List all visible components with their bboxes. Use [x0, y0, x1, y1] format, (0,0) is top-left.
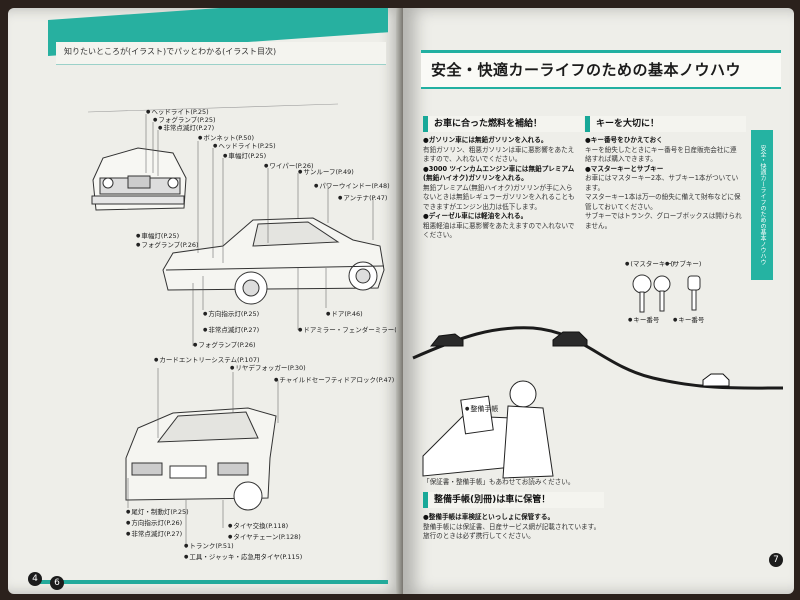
title-bar: 安全・快適カーライフのための基本ノウハウ: [421, 50, 781, 89]
key-text: ●キー番号をひかえておく キーを紛失したときにキー番号を日産販売会社に連絡すれば…: [585, 136, 743, 231]
key-line: ●キー番号をひかえておく: [585, 136, 663, 144]
car-illustrations: [87, 103, 385, 548]
callout-hazard-rear: 非常点滅灯(P.27): [126, 528, 182, 538]
page-number-left-1: 4: [28, 572, 42, 586]
callout-turn-signal-side: 方向指示灯(P.25): [203, 308, 259, 318]
callout-bonnet: ボンネット(P.50): [198, 132, 254, 142]
manual-caption: 「保証書・整備手帳」もあわせてお読みください。: [423, 478, 575, 486]
sub-key-label: (サブキー): [665, 258, 701, 268]
right-page: 安全・快適カーライフのための基本ノウハウ お車に合った燃料を補給！ ●ガソリン車…: [403, 8, 794, 594]
fuel-line: 無鉛プレミアム(無鉛ハイオク)ガソリンが手に入らないときは無鉛レギュラーガソリン…: [423, 183, 575, 211]
fuel-line: 有鉛ガソリン、粗悪ガソリンは車に悪影響をあたえますので、入れないでください。: [423, 145, 575, 164]
callout-fog-lamp-side: フォグランプ(P.26): [193, 339, 255, 349]
callout-door: ドア(P.46): [326, 308, 362, 318]
callout-door-mirror: ドアミラー・フェンダーミラー(P.47): [298, 324, 403, 334]
fuel-line: ●ディーゼル車には軽油を入れる。: [423, 212, 528, 220]
manual-line: 整備手帳には保証書、日産サービス網が記載されています。: [423, 522, 601, 531]
callout-turn-signal-rear: 方向指示灯(P.26): [126, 517, 182, 527]
side-view-car: [162, 217, 385, 305]
callout-power-window: パワーウインドー(P.48): [314, 180, 389, 190]
callout-headlight-side: ヘッドライト(P.25): [213, 140, 275, 150]
key-line: キーを紛失したときにキー番号を日産販売会社に連絡すれば購入できます。: [585, 145, 737, 164]
key-heading: キーを大切に！: [585, 116, 746, 132]
page-number-right: 7: [769, 553, 783, 567]
key-line: サブキーではトランク、グローブボックスは開けられません。: [585, 212, 742, 230]
master-key-label: (マスターキー): [625, 258, 674, 268]
callout-card-entry: カードエントリーシステム(P.107): [154, 354, 259, 364]
callout-side-marker: 車幅灯(P.25): [223, 150, 266, 160]
sign-text: 整備手帳: [465, 404, 498, 414]
callout-tail-brake: 尾灯・制動灯(P.25): [126, 506, 188, 516]
road-illustration: [412, 326, 784, 479]
callout-sunroof: サンルーフ(P.49): [298, 166, 353, 176]
callout-headlight-front: ヘッドライト(P.25): [146, 106, 208, 116]
callout-fog-lamp-front-2: フォグランプ(P.26): [136, 239, 198, 249]
fuel-text: ●ガソリン車には無鉛ガソリンを入れる。 有鉛ガソリン、粗悪ガソリンは車に悪影響を…: [423, 136, 578, 241]
callout-side-marker-front: 車幅灯(P.25): [136, 230, 179, 240]
left-header: 知りたいところが(イラスト)でパッとわかる(イラスト目次): [56, 42, 386, 65]
callout-tools-jack: 工具・ジャッキ・応急用タイヤ(P.115): [184, 551, 302, 561]
callout-rear-defogger: リヤデフォッガー(P.30): [230, 362, 305, 372]
left-header-text: 知りたいところが(イラスト)でパッとわかる(イラスト目次): [64, 47, 277, 56]
callout-child-lock: チャイルドセーフティドアロック(P.47): [274, 374, 394, 384]
key-line: ●マスターキーとサブキー: [585, 164, 664, 173]
fuel-heading: お車に合った燃料を補給！: [423, 116, 584, 132]
fuel-line: ●ガソリン車には無鉛ガソリンを入れる。: [423, 136, 548, 144]
front-view-car: [91, 147, 187, 211]
key-number-label-2: キー番号: [673, 314, 704, 324]
callout-tire-chain: タイヤチェーン(P.128): [228, 531, 300, 541]
callout-trunk: トランク(P.51): [184, 540, 233, 550]
manual-text: ●整備手帳は車検証といっしょに保管する。 整備手帳には保証書、日産サービス網が記…: [423, 513, 623, 542]
open-manual: 知りたいところが(イラスト)でパッとわかる(イラスト目次): [8, 8, 794, 594]
callout-hazard-front: 非常点滅灯(P.27): [158, 122, 214, 132]
keys-illustration: [632, 274, 701, 313]
manual-line: ●整備手帳は車検証といっしょに保管する。: [423, 513, 555, 521]
manual-heading: 整備手帳(別冊)は車に保管！: [423, 492, 604, 508]
callout-wiper: ワイパー(P.26): [264, 160, 313, 170]
key-number-label-1: キー番号: [628, 314, 659, 324]
bottom-rule: [38, 580, 388, 584]
callout-antenna: アンテナ(P.47): [338, 192, 387, 202]
callout-tire-change: タイヤ交換(P.118): [228, 520, 288, 530]
fuel-line: ●3000 ツインカムエンジン車には無鉛プレミアム(無鉛ハイオク)ガソリンを入れ…: [423, 164, 575, 183]
callout-hazard-side: 非常点滅灯(P.27): [203, 324, 259, 334]
manual-line: 旅行のときは必ず携行してください。: [423, 532, 535, 540]
page-number-left-2: 6: [50, 576, 64, 590]
chapter-tab: 安全・快適カーライフのための基本ノウハウ: [751, 130, 773, 280]
key-line: お車にはマスターキー2本、サブキー1本がついています。: [585, 174, 739, 192]
callout-fog-lamp-front: フォグランプ(P.25): [153, 114, 215, 124]
rear-view-car: [125, 407, 277, 511]
left-page: 知りたいところが(イラスト)でパッとわかる(イラスト目次): [8, 8, 403, 594]
key-line: マスターキー1本は万一の紛失に備えて財布などに保管しておいてください。: [585, 193, 741, 211]
page-title: 安全・快適カーライフのための基本ノウハウ: [431, 61, 742, 79]
fuel-line: 粗悪軽油は車に悪影響をあたえますので入れないでください。: [423, 221, 575, 240]
